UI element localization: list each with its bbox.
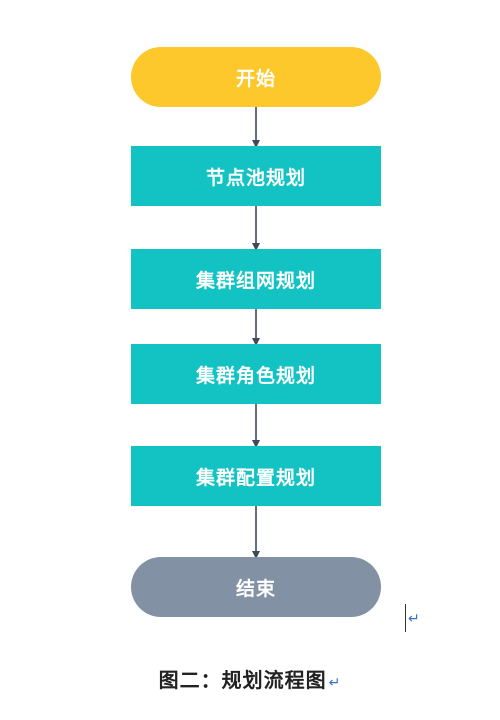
- figure-caption: 图二：规划流程图↵: [0, 664, 500, 693]
- figure-caption-text: 图二：规划流程图: [158, 668, 327, 692]
- cluster-network-planning-node: 集群组网规划: [131, 249, 381, 309]
- paragraph-return-icon: ↵: [408, 611, 420, 627]
- end-node: 结束: [131, 557, 381, 617]
- node-pool-planning-label: 节点池规划: [205, 166, 306, 189]
- node-pool-planning-node: 节点池规划: [131, 146, 381, 206]
- caption-return-icon: ↵: [328, 675, 342, 691]
- cluster-config-planning-node: 集群配置规划: [131, 446, 381, 506]
- cluster-network-planning-label: 集群组网规划: [195, 269, 316, 292]
- end-node-label: 结束: [235, 577, 276, 600]
- cluster-role-planning-node: 集群角色规划: [131, 344, 381, 404]
- cluster-role-planning-label: 集群角色规划: [195, 364, 316, 387]
- text-cursor: [405, 604, 406, 632]
- cluster-config-planning-label: 集群配置规划: [195, 466, 316, 489]
- flowchart-connectors: [252, 107, 260, 559]
- start-node: 开始: [131, 47, 381, 107]
- flowchart: 开始 节点池规划 集群组网规划 集群角色规划 集群配置规划 结束: [131, 47, 381, 617]
- start-node-label: 开始: [235, 67, 276, 90]
